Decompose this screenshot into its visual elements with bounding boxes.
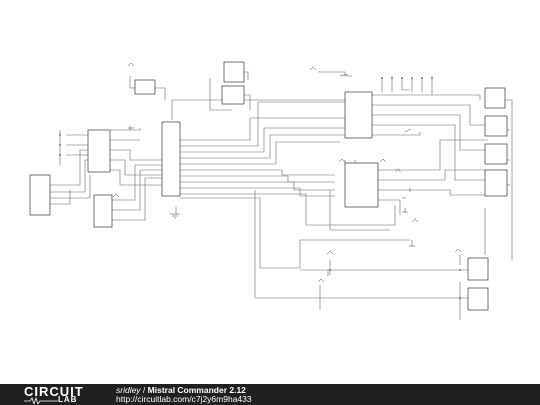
- connector-left: [29, 174, 51, 216]
- junction-dots: [59, 77, 461, 299]
- ic-small-left-bottom: [93, 194, 113, 228]
- logo-lab-text: LAB: [58, 395, 78, 404]
- module-top-2: [221, 85, 245, 105]
- footer-bar: CIRCUIT LAB sridley / Mistral Commander …: [0, 384, 540, 405]
- circuit-url[interactable]: http://circuitlab.com/c7j2y6m9ha433: [116, 394, 252, 404]
- byline-separator: /: [140, 385, 148, 395]
- author-link[interactable]: sridley: [116, 385, 141, 395]
- relay-r5: [467, 257, 489, 281]
- circuitlab-logo[interactable]: CIRCUIT: [24, 384, 84, 399]
- relay-r1: [484, 87, 506, 109]
- regulator-top: [134, 79, 156, 95]
- relay-r3: [484, 143, 508, 165]
- circuit-byline: sridley / Mistral Commander 2.12: [116, 386, 246, 395]
- ic-driver-right-mid: [344, 162, 379, 208]
- relay-r6: [467, 287, 489, 311]
- circuit-title: Mistral Commander 2.12: [147, 385, 246, 395]
- relay-r4: [484, 169, 508, 197]
- logo-wave-icon: [24, 397, 58, 404]
- wires: [50, 71, 513, 320]
- ic-driver-right-top: [344, 91, 373, 139]
- schematic-canvas: [29, 61, 513, 320]
- ic-u1-left: [87, 129, 111, 173]
- module-top-1: [223, 61, 245, 83]
- small-parts: [112, 62, 462, 283]
- ic-main-controller: [161, 121, 181, 197]
- relay-r2: [484, 115, 508, 137]
